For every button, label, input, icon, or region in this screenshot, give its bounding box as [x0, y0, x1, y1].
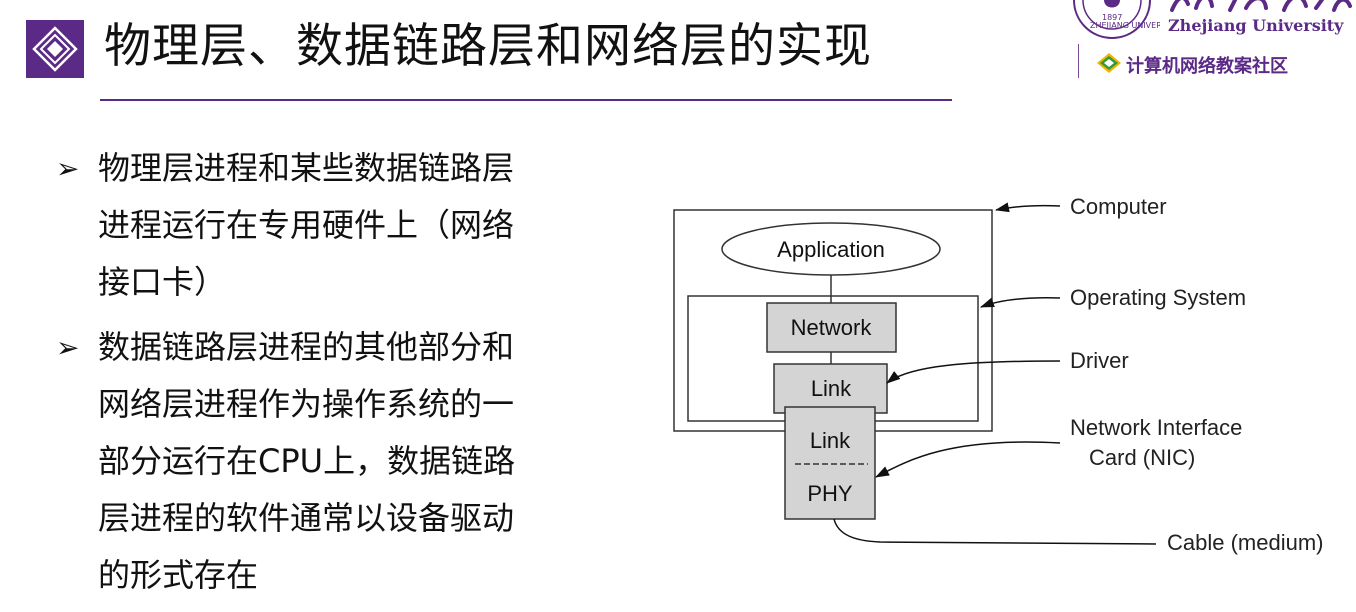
title-bullet-icon — [26, 20, 84, 78]
nic-arrow — [875, 441, 1061, 478]
logo-divider — [1078, 44, 1079, 78]
os-label: Operating System — [1070, 285, 1246, 310]
university-name: Zhejiang University — [1168, 16, 1344, 35]
arrow-bullet-icon: ➢ — [56, 331, 80, 364]
driver-label: Driver — [1070, 348, 1129, 373]
bullet-item: ➢ 物理层进程和某些数据链路层 进程运行在专用硬件上（网络 接口卡） — [56, 140, 616, 311]
nic-label-line1: Network Interface — [1070, 415, 1242, 440]
nic-link-label: Link — [810, 428, 851, 453]
computer-label: Computer — [1070, 194, 1167, 219]
network-label: Network — [791, 315, 873, 340]
application-label: Application — [777, 237, 885, 262]
os-arrow — [980, 297, 1061, 308]
svg-text:1897: 1897 — [1102, 13, 1122, 22]
page-title: 物理层、数据链路层和网络层的实现 — [104, 19, 872, 74]
svg-text:ZHEJIANG UNIVERSITY: ZHEJIANG UNIVERSITY — [1090, 21, 1160, 30]
nic-phy-label: PHY — [807, 481, 853, 506]
driver-arrow — [886, 360, 1061, 384]
diamond-icon — [1096, 52, 1122, 78]
bullet-list: ➢ 物理层进程和某些数据链路层 进程运行在专用硬件上（网络 接口卡） ➢ 数据链… — [56, 140, 616, 612]
arrow-bullet-icon: ➢ — [56, 152, 80, 185]
community-badge: 计算机网络教案社区 — [1096, 52, 1288, 78]
cable-line — [833, 518, 1157, 545]
bullet-text: 物理层进程和某些数据链路层 进程运行在专用硬件上（网络 接口卡） — [98, 149, 515, 301]
bullet-text: 数据链路层进程的其他部分和 网络层进程作为操作系统的一 部分运行在CPU上，数据… — [98, 328, 516, 594]
university-seal-icon: ZHEJIANG UNIVERSITY 1897 — [1064, 0, 1179, 46]
computer-arrow — [995, 202, 1061, 213]
cable-label: Cable (medium) — [1167, 530, 1324, 555]
community-label: 计算机网络教案社区 — [1126, 56, 1288, 77]
nic-box — [784, 406, 876, 520]
network-box — [766, 302, 897, 353]
university-cursive-logo — [1166, 0, 1356, 18]
driver-link-label: Link — [811, 376, 852, 401]
bullet-item: ➢ 数据链路层进程的其他部分和 网络层进程作为操作系统的一 部分运行在CPU上，… — [56, 319, 616, 604]
nic-label-line2: Card (NIC) — [1089, 445, 1195, 470]
nic-architecture-diagram: Application Network Link Link PHY Comput… — [673, 194, 1324, 555]
title-divider — [100, 99, 952, 101]
